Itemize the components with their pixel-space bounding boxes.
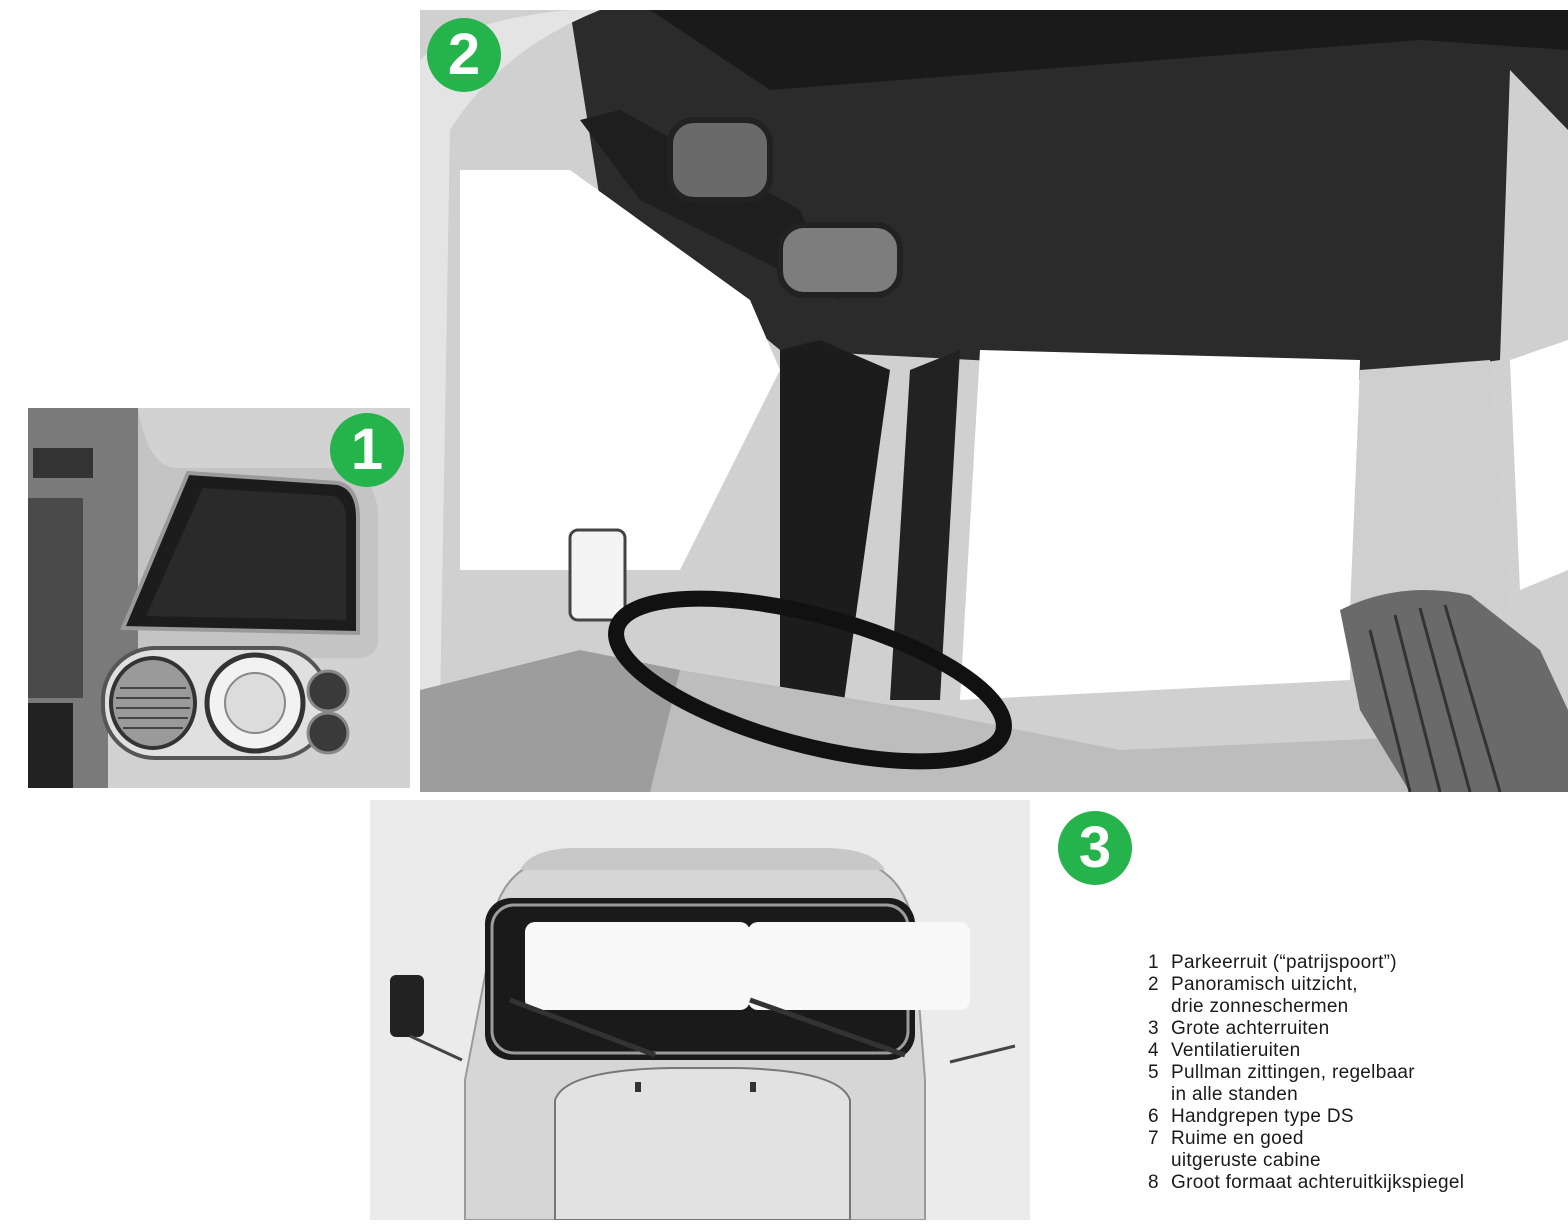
legend-item: 3 Grote achterruiten	[1148, 1018, 1558, 1040]
legend-item-text: Ventilatieruiten	[1171, 1040, 1301, 1061]
legend-item-text: Grote achterruiten	[1171, 1018, 1330, 1039]
legend-item-text: Groot formaat achteruitkijkspiegel	[1171, 1172, 1465, 1193]
legend-item-number: 5	[1148, 1062, 1159, 1083]
cab-interior-image	[420, 10, 1568, 792]
legend-item-number: 8	[1148, 1172, 1159, 1193]
legend-item-text: Panoramisch uitzicht,	[1171, 974, 1358, 995]
legend-item: 1 Parkeerruit (“patrijspoort”)	[1148, 952, 1558, 974]
photo-cab-rear-view	[370, 800, 1030, 1220]
legend-item: 8 Groot formaat achteruitkijkspiegel	[1148, 1172, 1558, 1194]
cab-rear-view-image	[370, 800, 1030, 1220]
legend-item-continuation: drie zonneschermen	[1171, 996, 1349, 1017]
legend-item-continuation: uitgeruste cabine	[1171, 1150, 1321, 1171]
legend-item-number: 3	[1148, 1018, 1159, 1039]
legend-item: 4 Ventilatieruiten	[1148, 1040, 1558, 1062]
legend-item-number: 1	[1148, 952, 1159, 973]
legend-item-text: Handgrepen type DS	[1171, 1106, 1354, 1127]
legend-item-continuation: in alle standen	[1171, 1084, 1299, 1105]
legend-item-number: 6	[1148, 1106, 1159, 1127]
legend-item-number: 4	[1148, 1040, 1159, 1061]
legend-item-text: Parkeerruit (“patrijspoort”)	[1171, 952, 1397, 973]
legend-item-text: Pullman zittingen, regelbaar	[1171, 1062, 1415, 1083]
badge-number-3: 3	[1058, 811, 1132, 885]
legend-item-number: 7	[1148, 1128, 1159, 1149]
feature-legend: 1 Parkeerruit (“patrijspoort”) 2 Panoramis…	[1148, 952, 1558, 1194]
photo-cab-interior	[420, 10, 1568, 792]
legend-item: 6 Handgrepen type DS	[1148, 1106, 1558, 1128]
legend-item-number: 2	[1148, 974, 1159, 995]
badge-number-1: 1	[330, 413, 404, 487]
legend-item-text: Ruime en goed	[1171, 1128, 1304, 1149]
legend-item: 2 Panoramisch uitzicht,drie zonneschermen	[1148, 974, 1558, 1018]
badge-number-2: 2	[427, 18, 501, 92]
